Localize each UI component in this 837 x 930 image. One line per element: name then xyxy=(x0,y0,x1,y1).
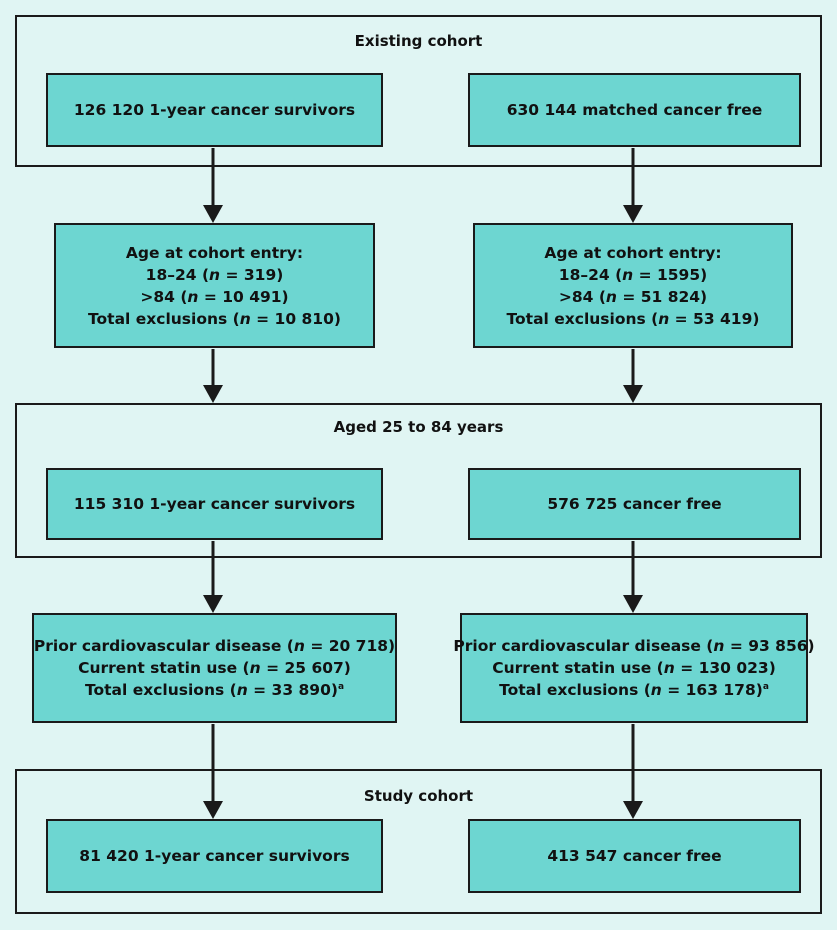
study-cancer-free-text: 413 547 cancer free xyxy=(547,847,722,865)
prior-cvd-right: Prior cardiovascular disease (n = 93 856… xyxy=(453,637,815,655)
prior-cvd-left: Prior cardiovascular disease (n = 20 718… xyxy=(33,637,396,655)
study-survivors-box: 81 420 1-year cancer survivors xyxy=(46,819,383,893)
arrow-head xyxy=(203,205,223,223)
cvd-total-exclusions-left: Total exclusions (n = 33 890)a xyxy=(84,681,345,699)
age-18-24-left: 18–24 (n = 319) xyxy=(145,265,284,284)
cvd-exclusions-left-box: Prior cardiovascular disease (n = 20 718… xyxy=(32,613,397,723)
statin-use-left: Current statin use (n = 25 607) xyxy=(78,659,351,677)
aged-group-title: Aged 25 to 84 years xyxy=(333,418,504,436)
age-entry-label: Age at cohort entry: xyxy=(544,243,722,262)
existing-cancer-free-box: 630 144 matched cancer free xyxy=(468,73,801,147)
age-total-exclusions-right: Total exclusions (n = 53 419) xyxy=(506,309,760,328)
age-exclusions-right-box: Age at cohort entry: 18–24 (n = 1595) >8… xyxy=(473,223,793,348)
age-exclusions-left-box: Age at cohort entry: 18–24 (n = 319) >84… xyxy=(54,223,375,348)
existing-cancer-free-text: 630 144 matched cancer free xyxy=(506,101,763,119)
statin-use-right: Current statin use (n = 130 023) xyxy=(492,659,776,677)
aged-group: Aged 25 to 84 years xyxy=(15,403,822,558)
aged-survivors-text: 115 310 1-year cancer survivors xyxy=(73,495,356,513)
existing-survivors-box: 126 120 1-year cancer survivors xyxy=(46,73,383,147)
existing-cohort-title: Existing cohort xyxy=(354,32,483,50)
arrow-head xyxy=(623,595,643,613)
aged-survivors-box: 115 310 1-year cancer survivors xyxy=(46,468,383,540)
aged-cancer-free-text: 576 725 cancer free xyxy=(547,495,722,513)
study-cohort-group: Study cohort xyxy=(15,769,822,914)
arrow-head xyxy=(623,385,643,403)
study-cancer-free-box: 413 547 cancer free xyxy=(468,819,801,893)
age-over-84-right: >84 (n = 51 824) xyxy=(558,287,708,306)
age-total-exclusions-left: Total exclusions (n = 10 810) xyxy=(88,309,341,328)
existing-cohort-group: Existing cohort xyxy=(15,15,822,167)
footnote-a-marker: a xyxy=(337,681,345,692)
age-over-84-left: >84 (n = 10 491) xyxy=(140,287,289,306)
cvd-exclusions-right-box: Prior cardiovascular disease (n = 93 856… xyxy=(453,613,815,723)
age-18-24-right: 18–24 (n = 1595) xyxy=(558,265,708,284)
aged-cancer-free-box: 576 725 cancer free xyxy=(468,468,801,540)
age-entry-label: Age at cohort entry: xyxy=(125,243,304,262)
study-survivors-text: 81 420 1-year cancer survivors xyxy=(79,847,350,865)
arrow-head xyxy=(203,385,223,403)
footnote-a-marker: a xyxy=(762,681,769,692)
existing-survivors-text: 126 120 1-year cancer survivors xyxy=(73,101,356,119)
study-cohort-title: Study cohort xyxy=(363,787,474,805)
cvd-total-exclusions-right: Total exclusions (n = 163 178)a xyxy=(499,681,769,699)
arrow-head xyxy=(623,205,643,223)
arrow-head xyxy=(203,595,223,613)
